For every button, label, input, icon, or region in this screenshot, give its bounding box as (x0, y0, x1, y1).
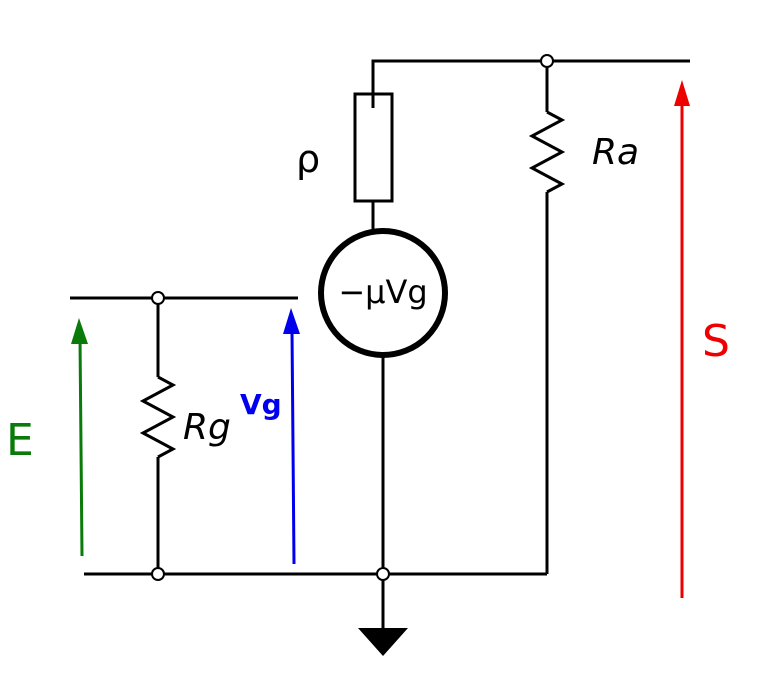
ra-resistor (528, 110, 566, 194)
rg-label: Rg (183, 407, 231, 448)
s-arrow-head (674, 80, 690, 106)
ra-label: Ra (592, 132, 639, 173)
vg-arrow-head (283, 308, 300, 334)
s-label: S (702, 316, 730, 367)
e-label: E (6, 415, 34, 466)
node-input (151, 291, 165, 305)
node-bottom-left (151, 567, 165, 581)
node-top (540, 54, 554, 68)
rho-resistor (353, 92, 394, 203)
e-arrow (78, 337, 84, 557)
vg-label: Vg (240, 388, 282, 421)
source-label: −μVg (338, 273, 427, 311)
rho-label: ρ (296, 137, 320, 181)
node-bottom-center (376, 567, 390, 581)
e-arrow-head (71, 318, 88, 344)
rg-resistor (139, 375, 177, 459)
vg-arrow (290, 329, 296, 565)
top-wire (371, 59, 690, 108)
ground-symbol (358, 628, 408, 656)
